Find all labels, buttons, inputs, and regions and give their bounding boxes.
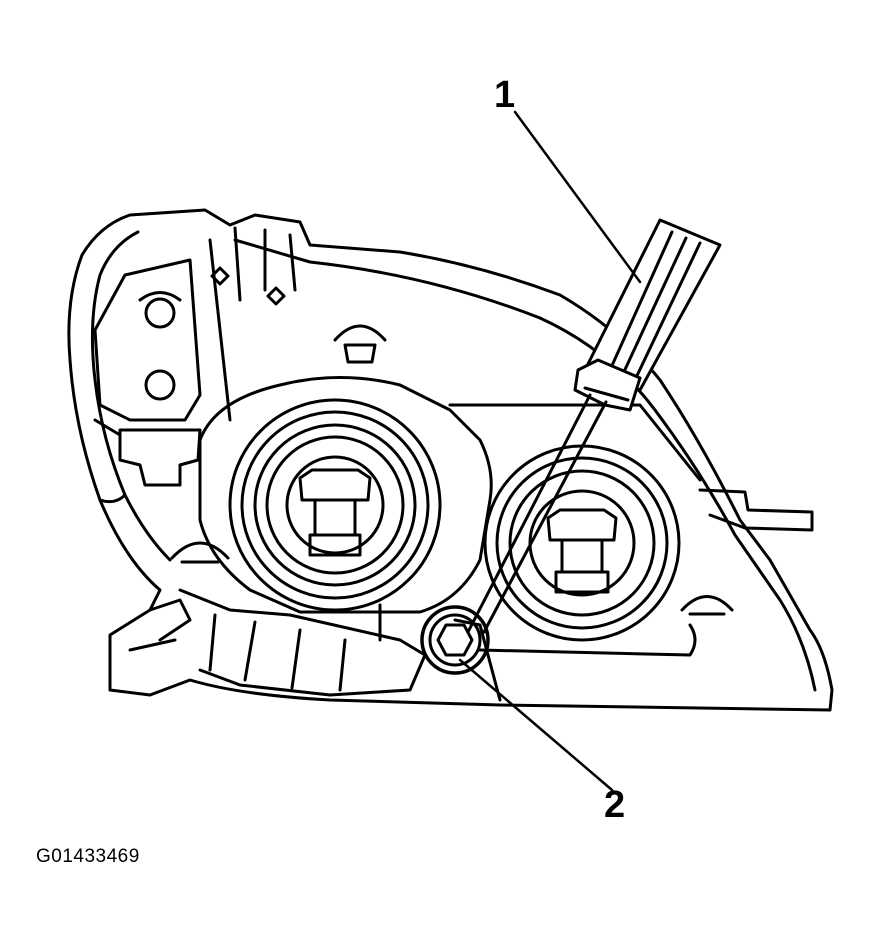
callout-label-2: 2 (604, 784, 626, 826)
leader-line-2 (460, 660, 612, 790)
clip-diamond-right (268, 288, 284, 304)
housing-outline (69, 210, 832, 710)
top-adjuster (335, 326, 385, 362)
lower-left-adjuster (172, 543, 228, 558)
left-connector (120, 430, 200, 485)
lamp-backplate (200, 378, 491, 613)
housing-inner-rim (92, 232, 815, 690)
lower-right-adjuster (682, 597, 732, 611)
figure-id: G01433469 (36, 846, 140, 867)
bracket-hole-upper (146, 299, 174, 327)
screwdriver-tool (468, 220, 720, 632)
bracket-hole-lower (146, 371, 174, 399)
right-tab (700, 490, 812, 530)
left-bracket (95, 260, 200, 420)
leader-line-1 (515, 112, 640, 282)
clip-diamond-left (212, 268, 228, 284)
large-bulb-socket (230, 400, 440, 610)
headlamp-bolt (422, 607, 488, 673)
small-bulb-socket (485, 446, 679, 640)
callout-label-1: 1 (494, 74, 516, 116)
